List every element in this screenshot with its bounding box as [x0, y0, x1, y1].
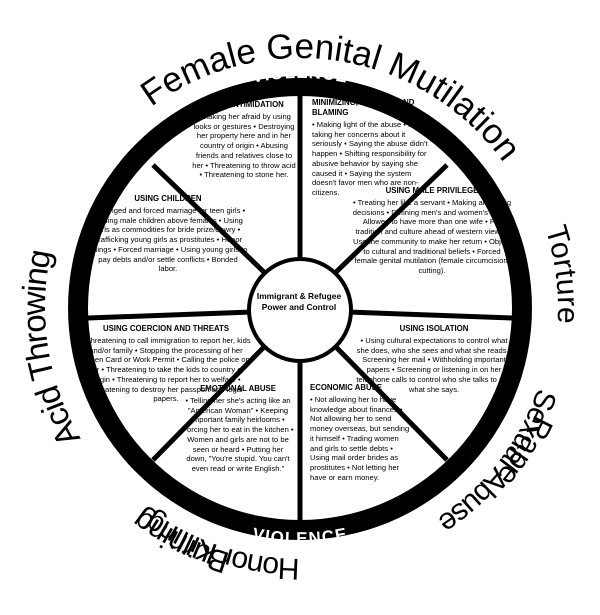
segment-body: • Making her afraid by using looks or ge…: [192, 111, 296, 180]
segment-children: USING CHILDREN • Arranged and forced mar…: [88, 194, 248, 306]
segment-body: • Not allowing her to have knowledge abo…: [310, 394, 410, 482]
violence-label-top: VIOLENCE: [250, 63, 349, 87]
segment-body: • Treating her like a servant • Making a…: [352, 197, 512, 275]
outer-label-torture: Torture: [539, 222, 584, 325]
spoke-bottom-left: [151, 343, 268, 462]
segment-minimizing: MINIMIZING, DENYING AND BLAMING • Making…: [312, 98, 436, 248]
svg-text:Torture: Torture: [539, 222, 584, 325]
segment-title: USING ISOLATION: [399, 324, 469, 333]
segment-title: EMOTIONAL ABUSE: [200, 384, 276, 393]
segment-body: • Making light of the abuse • Not taking…: [312, 119, 428, 197]
violence-label-bottom: VIOLENCE: [251, 524, 348, 548]
segment-title: USING INTIMIDATION: [204, 100, 284, 109]
segment-isolation: USING ISOLATION • Using cultural expecta…: [354, 324, 514, 434]
segment-economic: ECONOMIC ABUSE • Not allowing her to hav…: [310, 383, 412, 523]
center-title: Immigrant & Refugee Power and Control: [256, 291, 342, 312]
segment-male-privilege: USING MALE PRIVILEGE • Treating her like…: [352, 186, 512, 310]
segment-title: ECONOMIC ABUSE: [310, 383, 383, 392]
segment-title: USING COERCION AND THREATS: [102, 324, 230, 333]
segment-emotional: EMOTIONAL ABUSE • Telling her she's acti…: [182, 384, 294, 524]
spoke-left: [87, 309, 253, 321]
spoke-top-right: [332, 163, 449, 276]
segment-title: USING MALE PRIVILEGE: [385, 186, 479, 195]
segment-body: • Using cultural expectations to control…: [356, 335, 512, 394]
segment-body: • Arranged and forced marriage for teen …: [88, 205, 248, 274]
segment-body: • Telling her she's acting like an "Amer…: [182, 395, 294, 473]
segment-coercion: USING COERCION AND THREATS • Threatening…: [80, 324, 252, 448]
wheel-spokes: [87, 96, 513, 520]
segment-intimidation: USING INTIMIDATION • Making her afraid b…: [192, 100, 296, 250]
spoke-right: [347, 309, 513, 321]
svg-text:VIOLENCE: VIOLENCE: [251, 524, 349, 548]
spoke-bottom-right: [332, 343, 449, 462]
segment-title: MINIMIZING, DENYING AND BLAMING: [312, 98, 415, 117]
svg-text:VIOLENCE: VIOLENCE: [250, 63, 350, 87]
spoke-top-left: [151, 163, 268, 276]
segment-title: USING CHILDREN: [134, 194, 202, 203]
hub-ring: [247, 257, 353, 363]
segment-body: • Threatening to call immigration to rep…: [81, 335, 251, 404]
